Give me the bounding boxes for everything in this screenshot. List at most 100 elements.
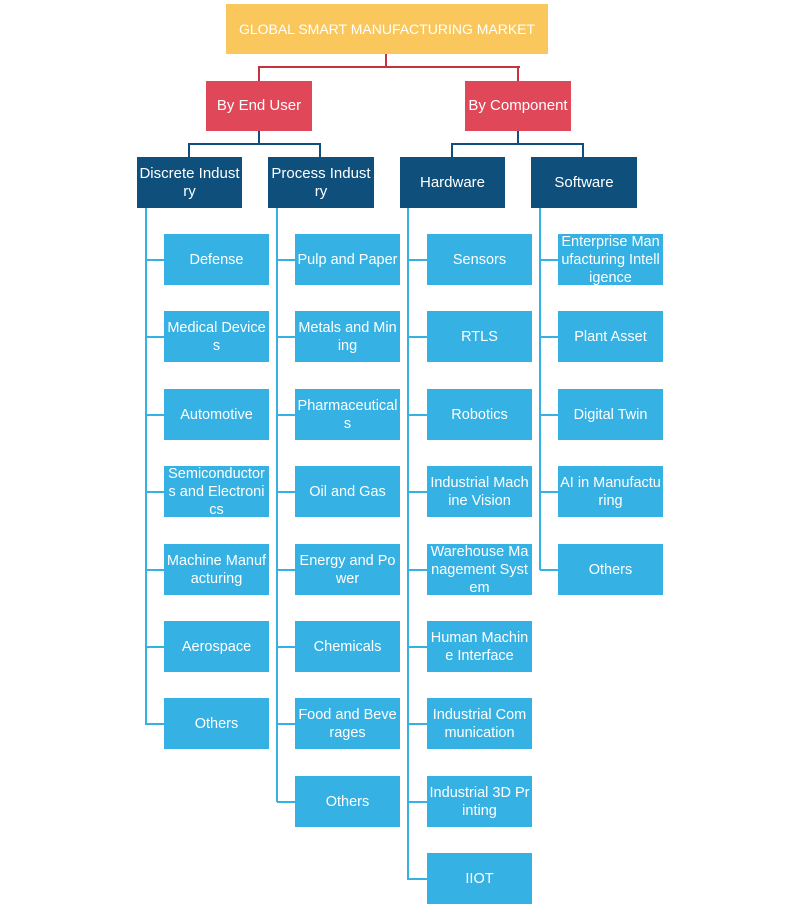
software-item-label: Plant Asset: [574, 328, 647, 345]
category-software: Software: [531, 157, 637, 208]
hardware-branch: [408, 336, 427, 338]
end-user-connector-stem: [258, 131, 260, 145]
process-branch: [277, 569, 295, 571]
discrete-branch: [146, 569, 164, 571]
hardware-item: Sensors: [427, 234, 532, 285]
hardware-spine: [407, 208, 409, 880]
process-item: Pharmaceuticals: [295, 389, 400, 440]
discrete-branch: [146, 723, 164, 725]
software-spine: [539, 208, 541, 570]
segment-component: By Component: [465, 81, 571, 131]
hardware-item: Robotics: [427, 389, 532, 440]
discrete-item: Automotive: [164, 389, 269, 440]
hardware-branch: [408, 259, 427, 261]
process-item-label: Chemicals: [313, 638, 382, 655]
software-branch: [540, 491, 558, 493]
discrete-spine: [145, 208, 147, 725]
discrete-item-label: Defense: [189, 251, 244, 268]
process-branch: [277, 801, 295, 803]
process-item: Energy and Power: [295, 544, 400, 595]
hardware-item-label: IIOT: [465, 870, 494, 887]
hardware-item-label: Sensors: [452, 251, 507, 268]
hardware-item-label: Robotics: [451, 406, 508, 423]
software-branch: [540, 569, 558, 571]
root-connector-stem: [385, 54, 387, 68]
discrete-branch: [146, 259, 164, 261]
hardware-item-label: Warehouse Management System: [430, 543, 529, 596]
software-item-label: Enterprise Manufacturing Intelligence: [561, 233, 660, 286]
hardware-branch: [408, 723, 427, 725]
discrete-item-label: Medical Devices: [167, 319, 266, 354]
root-node: GLOBAL SMART MANUFACTURING MARKET: [226, 4, 548, 54]
process-item-label: Others: [325, 793, 370, 810]
connector-component-drop: [517, 66, 519, 81]
software-branch: [540, 414, 558, 416]
process-branch: [277, 723, 295, 725]
hardware-item: Industrial 3D Printing: [427, 776, 532, 827]
software-item-label: AI in Manufacturing: [560, 474, 661, 509]
category-software-label: Software: [554, 173, 614, 191]
process-item-label: Pharmaceuticals: [297, 397, 398, 432]
root-label: GLOBAL SMART MANUFACTURING MARKET: [238, 21, 536, 37]
software-item: Others: [558, 544, 663, 595]
software-item: Plant Asset: [558, 311, 663, 362]
discrete-branch: [146, 336, 164, 338]
hardware-branch: [408, 878, 427, 880]
hardware-item-label: Industrial 3D Printing: [429, 784, 530, 819]
hardware-item-label: Human Machine Interface: [430, 629, 529, 664]
hardware-item: Human Machine Interface: [427, 621, 532, 672]
category-hardware: Hardware: [400, 157, 505, 208]
hardware-item: Warehouse Management System: [427, 543, 532, 596]
discrete-item-label: Aerospace: [181, 638, 252, 655]
discrete-item: Medical Devices: [164, 311, 269, 362]
discrete-item: Semiconductors and Electronics: [164, 465, 269, 518]
process-branch: [277, 646, 295, 648]
discrete-item-label: Machine Manufacturing: [166, 552, 267, 587]
hardware-branch: [408, 569, 427, 571]
hardware-branch: [408, 491, 427, 493]
category-hardware-label: Hardware: [419, 173, 486, 191]
discrete-item-label: Others: [194, 715, 239, 732]
process-item: Chemicals: [295, 621, 400, 672]
discrete-item: Aerospace: [164, 621, 269, 672]
discrete-item-label: Semiconductors and Electronics: [168, 465, 265, 518]
component-connector-bar: [451, 143, 584, 145]
process-item: Oil and Gas: [295, 466, 400, 517]
discrete-branch: [146, 414, 164, 416]
hardware-branch: [408, 646, 427, 648]
discrete-branch: [146, 646, 164, 648]
hardware-branch: [408, 801, 427, 803]
software-item: Digital Twin: [558, 389, 663, 440]
hardware-item-label: Industrial Machine Vision: [430, 474, 529, 509]
connector-software-drop: [582, 143, 584, 158]
process-item-label: Pulp and Paper: [297, 251, 398, 268]
process-branch: [277, 491, 295, 493]
process-item-label: Energy and Power: [299, 552, 396, 587]
software-branch: [540, 259, 558, 261]
category-discrete-industry-label: Discrete Industry: [139, 164, 240, 200]
category-process-industry: Process Industry: [268, 157, 374, 208]
process-branch: [277, 259, 295, 261]
discrete-item: Others: [164, 698, 269, 749]
software-item-label: Digital Twin: [573, 406, 648, 423]
process-item-label: Food and Beverages: [298, 706, 397, 741]
process-item-label: Oil and Gas: [309, 483, 386, 500]
discrete-item: Machine Manufacturing: [164, 544, 269, 595]
discrete-item: Defense: [164, 234, 269, 285]
connector-end-user-drop: [258, 66, 260, 81]
connector-hardware-drop: [451, 143, 453, 158]
end-user-connector-bar: [188, 143, 321, 145]
process-spine: [276, 208, 278, 802]
connector-discrete-drop: [188, 143, 190, 158]
process-item: Food and Beverages: [295, 698, 400, 749]
process-branch: [277, 414, 295, 416]
hardware-item: RTLS: [427, 311, 532, 362]
software-item: Enterprise Manufacturing Intelligence: [558, 233, 663, 286]
hardware-item-label: Industrial Communication: [432, 706, 527, 741]
component-connector-stem: [517, 131, 519, 145]
process-branch: [277, 336, 295, 338]
hardware-item-label: RTLS: [461, 328, 498, 345]
software-branch: [540, 336, 558, 338]
software-item: AI in Manufacturing: [558, 466, 663, 517]
hardware-branch: [408, 414, 427, 416]
